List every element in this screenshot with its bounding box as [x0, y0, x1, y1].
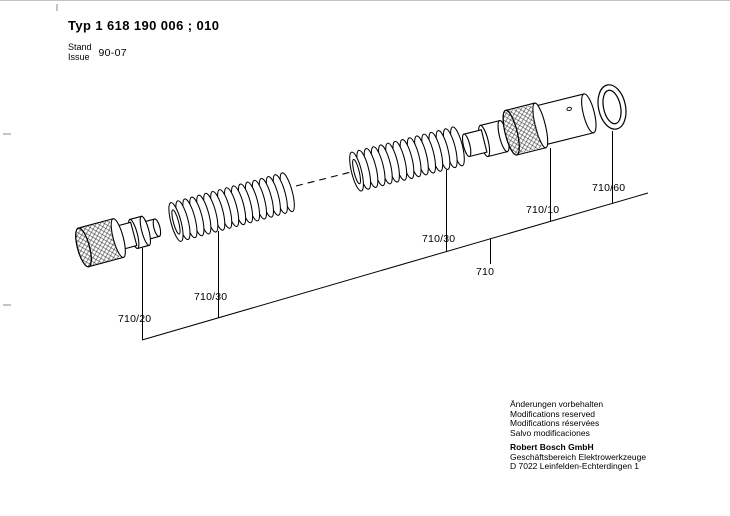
- part-label-710-30-a: 710/30: [194, 291, 228, 303]
- part-sealing-ring-710-60: [597, 84, 627, 130]
- type-number-heading: Typ 1 618 190 006 ; 010: [68, 18, 220, 33]
- registration-marks: [3, 4, 58, 306]
- issue-block: Stand Issue 90-07: [68, 42, 127, 62]
- company-name: Robert Bosch GmbH: [510, 441, 594, 452]
- part-corrugated-hose-1: [165, 171, 298, 244]
- part-label-710: 710: [476, 266, 495, 278]
- part-connector-710-10: [502, 93, 597, 156]
- assembly-axis-dashed-line: [295, 171, 352, 187]
- issue-value: 90-07: [98, 46, 127, 59]
- stand-label: Stand: [68, 42, 92, 52]
- part-coupling-sleeve: [461, 119, 510, 158]
- leader-lines: [141, 131, 649, 341]
- notice-line-en: Modifications reserved: [510, 408, 596, 419]
- part-label-710-10: 710/10: [526, 204, 560, 216]
- company-division: Geschäftsbereich Elektrowerkzeuge: [510, 451, 647, 462]
- part-connector-710-20: [75, 215, 162, 268]
- part-label-710-30-b: 710/30: [422, 233, 456, 245]
- part-label-710-60: 710/60: [592, 182, 626, 194]
- legal-footer: Änderungen vorbehalten Modifications res…: [510, 399, 647, 472]
- company-address: D 7022 Leinfelden-Echterdingen 1: [510, 461, 640, 472]
- part-corrugated-hose-2: [346, 125, 468, 193]
- notice-line-fr: Modifications réservées: [510, 418, 600, 429]
- issue-label: Issue: [68, 51, 90, 62]
- notice-line-de: Änderungen vorbehalten: [510, 399, 604, 409]
- notice-line-es: Salvo modificaciones: [510, 428, 590, 439]
- part-label-710-20: 710/20: [118, 313, 152, 325]
